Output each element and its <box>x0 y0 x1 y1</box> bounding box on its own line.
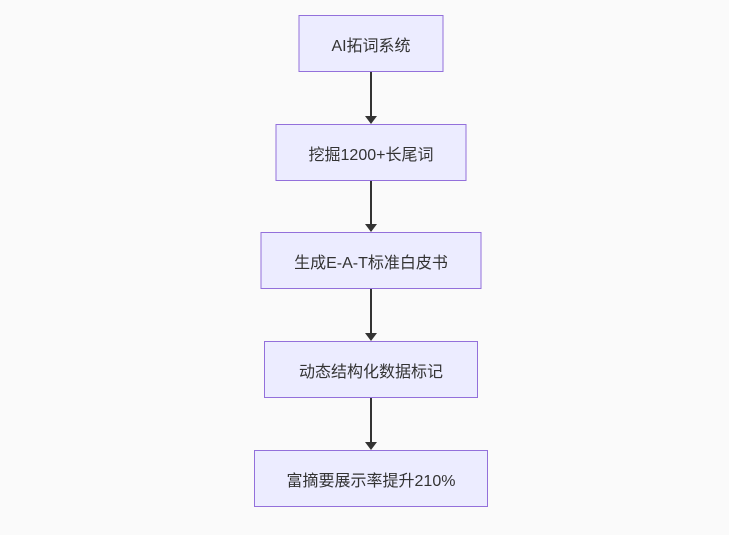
flow-node-ai-keyword-system: AI拓词系统 <box>298 15 444 72</box>
edge-line <box>370 289 372 335</box>
arrowhead-icon <box>365 116 377 124</box>
flow-edge-4 <box>365 398 377 450</box>
edge-line <box>370 181 372 226</box>
arrowhead-icon <box>365 224 377 232</box>
flow-node-rich-snippet-result: 富摘要展示率提升210% <box>254 450 488 507</box>
flow-node-label: AI拓词系统 <box>331 37 411 55</box>
flow-edge-2 <box>365 181 377 232</box>
flow-node-eat-whitepaper: 生成E-A-T标准白皮书 <box>260 232 482 289</box>
flow-node-label: 富摘要展示率提升210% <box>286 472 456 490</box>
flow-edge-1 <box>365 72 377 124</box>
flow-node-label: 生成E-A-T标准白皮书 <box>294 254 448 272</box>
arrowhead-icon <box>365 333 377 341</box>
flow-node-label: 挖掘1200+长尾词 <box>308 146 434 164</box>
arrowhead-icon <box>365 442 377 450</box>
edge-line <box>370 72 372 118</box>
flow-edge-3 <box>365 289 377 341</box>
flow-node-structured-data-markup: 动态结构化数据标记 <box>264 341 478 398</box>
edge-line <box>370 398 372 444</box>
flow-node-longtail-mining: 挖掘1200+长尾词 <box>275 124 467 181</box>
flow-node-label: 动态结构化数据标记 <box>298 363 443 381</box>
